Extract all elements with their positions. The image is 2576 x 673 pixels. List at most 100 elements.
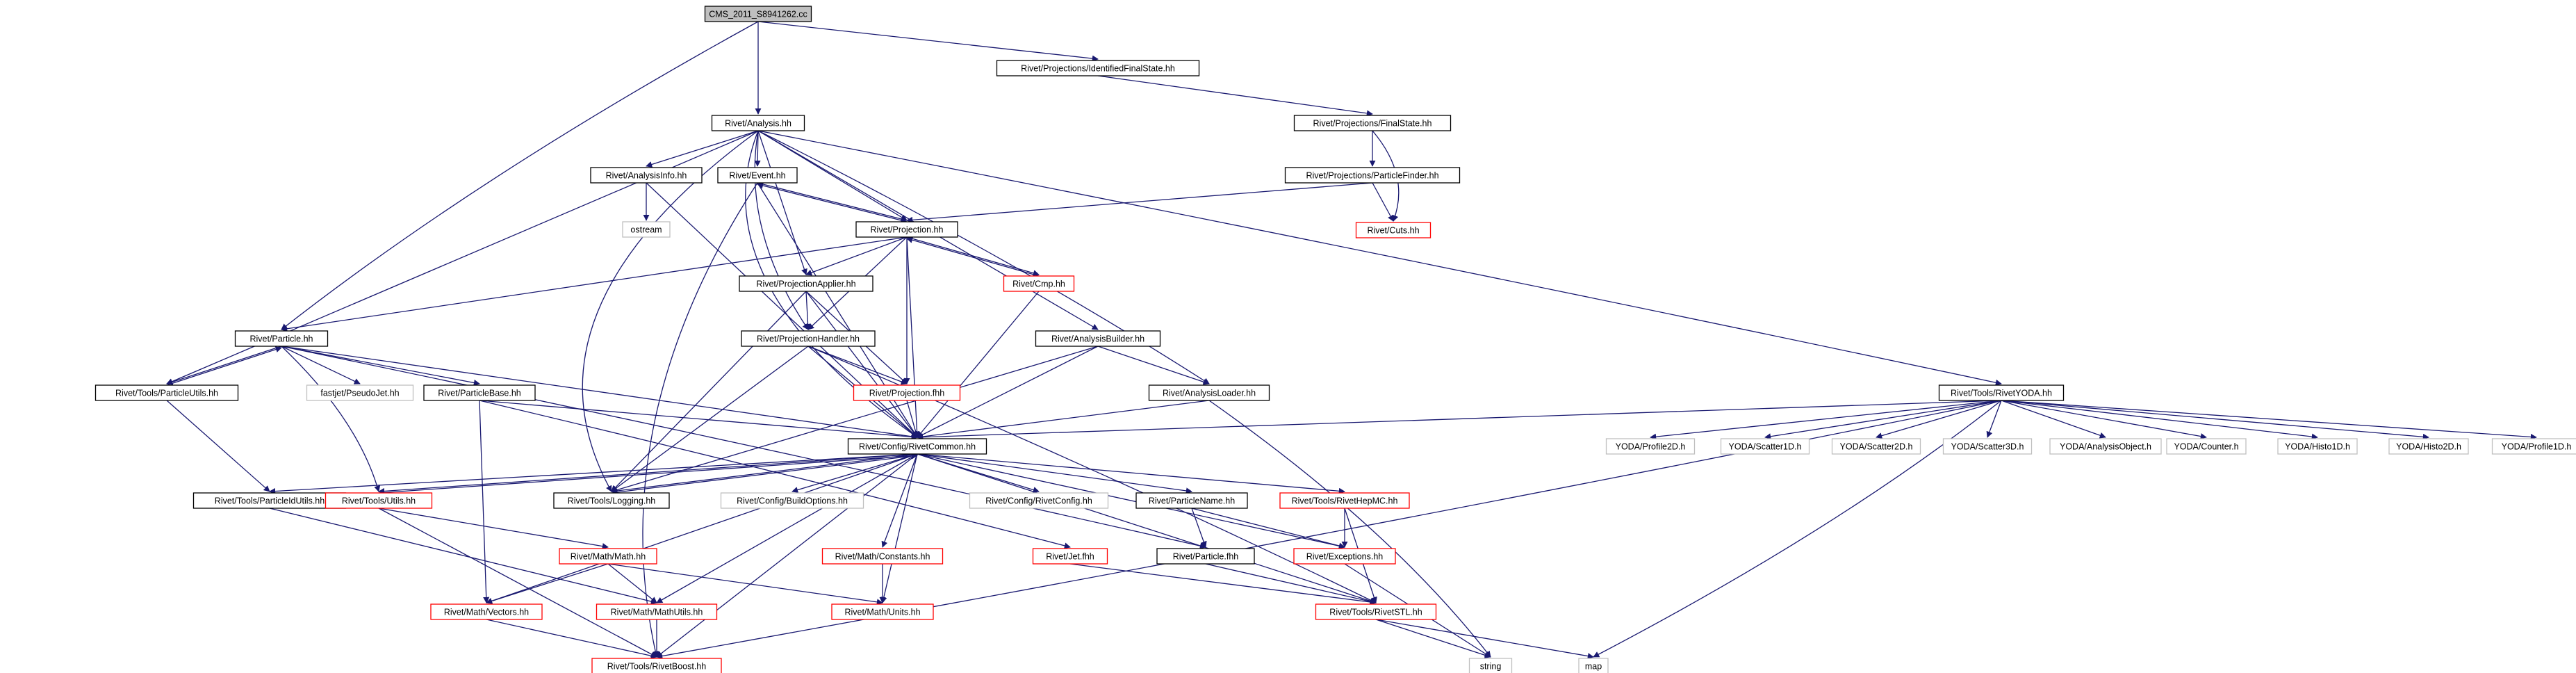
- node-rivetyoda[interactable]: Rivet/Tools/RivetYODA.hh: [1938, 384, 2065, 401]
- edge-particlefhh-to-rivetstl: [1205, 563, 1377, 605]
- edge-phandler-to-pfhh: [807, 346, 908, 385]
- node-pfinder[interactable]: Rivet/Projections/ParticleFinder.hh: [1284, 167, 1461, 184]
- node-units[interactable]: Rivet/Math/Units.hh: [831, 603, 934, 620]
- node-ostream[interactable]: ostream: [622, 221, 671, 238]
- node-label: YODA/Histo2D.h: [2396, 442, 2461, 452]
- edge-rivetstl-to-string: [1375, 619, 1491, 658]
- node-box: [1315, 603, 1437, 620]
- node-rivetconfig[interactable]: Rivet/Config/RivetConfig.hh: [969, 492, 1109, 509]
- edge-rivetcommon-to-exceptions: [917, 453, 1345, 549]
- node-box: [1468, 658, 1513, 673]
- node-box: [559, 548, 657, 565]
- edge-abuilder-to-rivetcommon: [917, 346, 1099, 438]
- node-pname[interactable]: Rivet/ParticleName.hh: [1135, 492, 1248, 509]
- node-particlefhh[interactable]: Rivet/Particle.fhh: [1156, 548, 1255, 565]
- edge-analysis-to-phandler: [754, 130, 809, 330]
- node-mathutils[interactable]: Rivet/Math/MathUtils.hh: [596, 603, 718, 620]
- node-yprofile1d[interactable]: YODA/Profile1D.h: [2491, 438, 2576, 455]
- edge-rivetcommon-to-mathutils: [656, 453, 918, 603]
- node-constants[interactable]: Rivet/Math/Constants.hh: [821, 548, 944, 565]
- node-rivetboost[interactable]: Rivet/Tools/RivetBoost.hh: [591, 658, 722, 673]
- node-box: [234, 330, 329, 347]
- node-label: Rivet/Config/RivetConfig.hh: [985, 496, 1092, 506]
- node-label: Rivet/ProjectionHandler.hh: [757, 334, 860, 344]
- node-vectors[interactable]: Rivet/Math/Vectors.hh: [430, 603, 543, 620]
- node-label: Rivet/Event.hh: [729, 171, 785, 181]
- node-box: [423, 384, 536, 401]
- edge-rivetcommon-to-utils: [378, 453, 918, 494]
- node-yscatter3d[interactable]: YODA/Scatter3D.h: [1942, 438, 2033, 455]
- node-label: Rivet/Jet.fhh: [1046, 552, 1094, 562]
- node-box: [711, 115, 805, 131]
- node-yao[interactable]: YODA/AnalysisObject.h: [2049, 438, 2162, 455]
- node-box: [741, 330, 876, 347]
- node-exceptions[interactable]: Rivet/Exceptions.hh: [1293, 548, 1396, 565]
- node-string[interactable]: string: [1468, 658, 1513, 673]
- node-buildopts[interactable]: Rivet/Config/BuildOptions.hh: [720, 492, 864, 509]
- node-box: [996, 60, 1200, 76]
- node-map[interactable]: map: [1578, 658, 1609, 673]
- node-yhisto2d[interactable]: YODA/Histo2D.h: [2388, 438, 2469, 455]
- node-particle[interactable]: Rivet/Particle.hh: [234, 330, 329, 347]
- node-label: Rivet/Tools/ParticleUtils.hh: [115, 389, 218, 398]
- node-pseudojet[interactable]: fastjet/PseudoJet.hh: [306, 384, 414, 401]
- edge-rivetcommon-to-pidutils: [269, 453, 918, 495]
- node-box: [1293, 548, 1396, 565]
- edge-pfinder-to-projection: [906, 182, 1373, 223]
- node-label: Rivet/Math/Math.hh: [571, 552, 646, 562]
- edge-aloader-to-string: [1208, 400, 1491, 658]
- node-label: Rivet/Cmp.hh: [1012, 279, 1065, 289]
- node-event[interactable]: Rivet/Event.hh: [717, 167, 798, 184]
- node-logging[interactable]: Rivet/Tools/Logging.hh: [553, 492, 670, 509]
- node-box: [2491, 438, 2576, 455]
- edge-particle-to-putils: [166, 346, 282, 385]
- edge-mathmath-to-vectors: [486, 563, 609, 604]
- node-pidutils[interactable]: Rivet/Tools/ParticleIdUtils.hh: [192, 492, 347, 509]
- edge-rivetyoda-to-yao: [2001, 400, 2106, 439]
- node-aloader[interactable]: Rivet/AnalysisLoader.hh: [1148, 384, 1270, 401]
- node-analysis[interactable]: Rivet/Analysis.hh: [711, 115, 805, 131]
- edge-utils-to-rivetboost: [378, 508, 657, 658]
- edge-idfs-to-finalstate: [1097, 75, 1373, 117]
- node-papplier[interactable]: Rivet/ProjectionApplier.hh: [739, 275, 873, 292]
- node-yscatter1d[interactable]: YODA/Scatter1D.h: [1720, 438, 1810, 455]
- edge-pidutils-to-mathutils: [269, 508, 657, 605]
- node-putils[interactable]: Rivet/Tools/ParticleUtils.hh: [95, 384, 239, 401]
- node-yscatter2d[interactable]: YODA/Scatter2D.h: [1831, 438, 1921, 455]
- edge-rivetstl-to-map: [1375, 619, 1594, 660]
- node-root[interactable]: CMS_2011_S8941262.cc: [704, 6, 812, 22]
- edge-rivetyoda-to-yhisto1d: [2001, 400, 2318, 440]
- node-rivetstl[interactable]: Rivet/Tools/RivetSTL.hh: [1315, 603, 1437, 620]
- node-ainfo[interactable]: Rivet/AnalysisInfo.hh: [590, 167, 703, 184]
- node-finalstate[interactable]: Rivet/Projections/FinalState.hh: [1293, 115, 1452, 131]
- edge-vectors-to-rivetboost: [486, 619, 657, 659]
- node-box: [855, 221, 958, 238]
- node-pbase[interactable]: Rivet/ParticleBase.hh: [423, 384, 536, 401]
- node-box: [969, 492, 1109, 509]
- node-rivetcommon[interactable]: Rivet/Config/RivetCommon.hh: [847, 438, 987, 455]
- node-jetfhh[interactable]: Rivet/Jet.fhh: [1032, 548, 1108, 565]
- edge-putils-to-particle: [166, 346, 282, 386]
- node-mathmath[interactable]: Rivet/Math/Math.hh: [559, 548, 657, 565]
- node-abuilder[interactable]: Rivet/AnalysisBuilder.hh: [1035, 330, 1161, 347]
- edge-event-to-rivetboost: [642, 182, 758, 658]
- node-projection[interactable]: Rivet/Projection.hh: [855, 221, 958, 238]
- edge-ainfo-to-rivetcommon: [646, 182, 918, 438]
- node-box: [1035, 330, 1161, 347]
- node-ycounter[interactable]: YODA/Counter.h: [2166, 438, 2247, 455]
- edge-root-to-idfs: [757, 21, 1099, 62]
- edge-rivetcommon-to-buildopts: [791, 453, 918, 494]
- node-utils[interactable]: Rivet/Tools/Utils.hh: [325, 492, 433, 509]
- node-cuts[interactable]: Rivet/Cuts.hh: [1355, 222, 1431, 238]
- node-label: Rivet/Projection.fhh: [869, 389, 944, 398]
- edge-event-to-projection: [757, 182, 908, 222]
- node-cmp[interactable]: Rivet/Cmp.hh: [1003, 275, 1075, 292]
- node-hepmc[interactable]: Rivet/Tools/RivetHepMC.hh: [1279, 492, 1410, 509]
- node-yprofile2d[interactable]: YODA/Profile2D.h: [1605, 438, 1696, 455]
- edge-projection-to-rivetcommon: [906, 236, 921, 438]
- node-phandler[interactable]: Rivet/ProjectionHandler.hh: [741, 330, 876, 347]
- node-yhisto1d[interactable]: YODA/Histo1D.h: [2277, 438, 2358, 455]
- edge-rivetyoda-to-map: [1593, 400, 2002, 658]
- node-pfhh[interactable]: Rivet/Projection.fhh: [853, 384, 961, 401]
- node-idfs[interactable]: Rivet/Projections/IdentifiedFinalState.h…: [996, 60, 1200, 76]
